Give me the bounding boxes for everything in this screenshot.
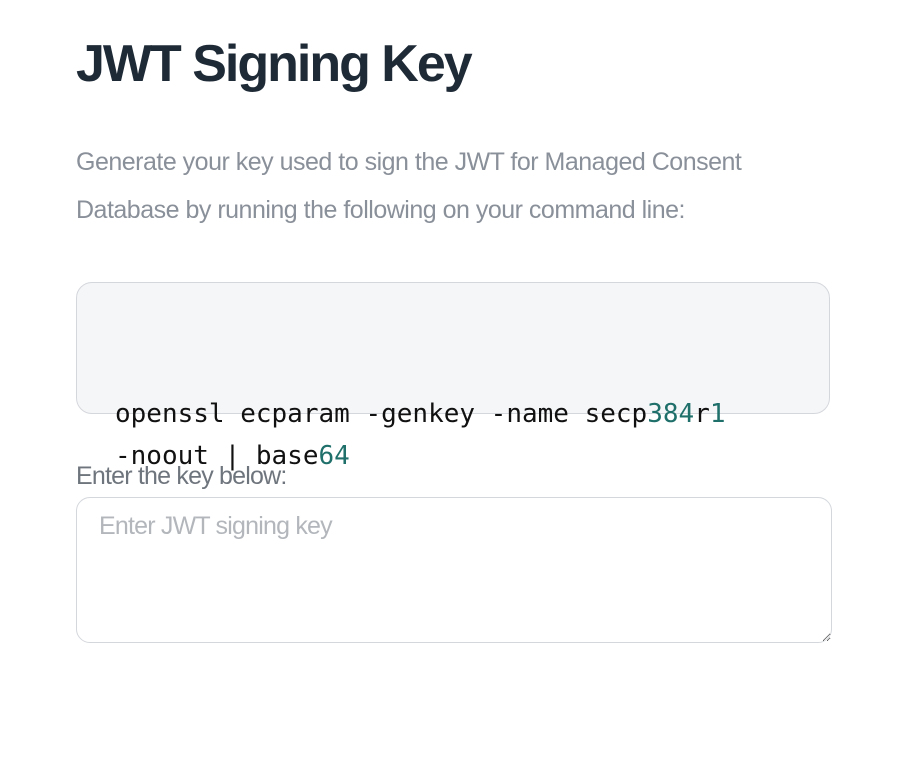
code-token: -noout | base	[115, 441, 319, 471]
key-field-label: Enter the key below:	[76, 462, 287, 490]
code-number-token: 64	[318, 441, 350, 471]
code-number-token: 384	[647, 399, 695, 429]
jwt-key-input[interactable]	[76, 497, 832, 643]
instructions-text: Generate your key used to sign the JWT f…	[76, 148, 742, 224]
command-code-block: openssl ecparam -genkey -name secp384r1 -…	[76, 282, 830, 471]
code-token: openssl ecparam -genkey -name secp	[115, 399, 648, 429]
command-line-1: openssl ecparam -genkey -name secp384r1	[115, 393, 829, 435]
command-line-2: -noout | base64	[115, 435, 829, 477]
code-token: r	[694, 399, 710, 429]
code-number-token: 1	[709, 399, 726, 429]
page-title: JWT Signing Key	[76, 35, 473, 93]
